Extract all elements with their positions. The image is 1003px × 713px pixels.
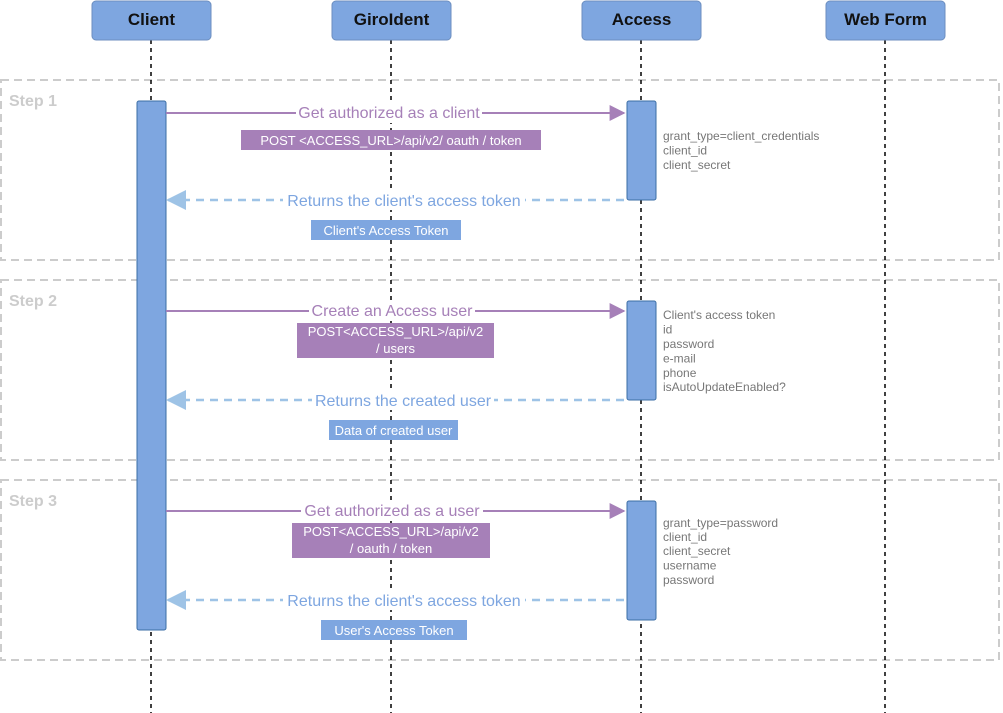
client-activation-bar xyxy=(136,100,167,631)
step-1-result: Client's Access Token xyxy=(323,223,448,238)
actor-access: Access xyxy=(581,0,702,41)
step-3-params: grant_type=password client_id client_sec… xyxy=(663,516,778,587)
step-2-response-label-bg xyxy=(312,390,494,410)
step-2-param: isAutoUpdateEnabled? xyxy=(663,380,786,394)
step-3-param: username xyxy=(663,559,717,573)
step-2-label: Step 2 xyxy=(9,293,57,310)
step-1-response-label-bg xyxy=(283,190,525,210)
step-2-param: phone xyxy=(663,366,697,380)
step-3-param: client_secret xyxy=(663,544,731,558)
step-3-endpoint-line-2: / oauth / token xyxy=(350,541,432,556)
access-activation-step-2 xyxy=(626,300,657,401)
actor-client-label: Client xyxy=(128,10,176,29)
step-3-response-label: Returns the client's access token xyxy=(287,593,520,610)
step-3-frame: Step 3 xyxy=(0,479,1000,661)
step-2-param: Client's access token xyxy=(663,308,775,322)
access-activation-step-3 xyxy=(626,500,657,621)
step-3-request-label: Get authorized as a user xyxy=(304,503,480,520)
step-2-param: e-mail xyxy=(663,352,696,366)
step-2-request-label: Create an Access user xyxy=(312,303,474,320)
step-2-param: id xyxy=(663,323,672,337)
step-3-result-box: User's Access Token xyxy=(321,620,467,640)
step-3-result: User's Access Token xyxy=(334,623,453,638)
step-1-frame: Step 1 xyxy=(0,79,1000,261)
step-2-param: password xyxy=(663,337,714,351)
step-1-params: grant_type=client_credentials client_id … xyxy=(663,129,819,172)
step-1-param: client_id xyxy=(663,144,707,158)
step-1-endpoint-line-1: POST <ACCESS_URL>/api/v2/ oauth / token xyxy=(260,133,521,148)
actor-giroident-label: GiroIdent xyxy=(354,10,430,29)
step-3-response-label-bg xyxy=(283,590,525,610)
actor-web-form-label: Web Form xyxy=(844,10,927,29)
step-1-label: Step 1 xyxy=(9,93,57,110)
step-2-endpoint-box: POST<ACCESS_URL>/api/v2 / users xyxy=(297,323,494,358)
step-1-request-label-bg xyxy=(296,103,482,123)
step-2-result: Data of created user xyxy=(335,423,453,438)
step-1-param: client_secret xyxy=(663,158,731,172)
step-2-request-label-bg xyxy=(309,301,475,321)
step-3-endpoint-line-1: POST<ACCESS_URL>/api/v2 xyxy=(303,524,479,539)
step-2-endpoint-line-2: / users xyxy=(376,341,416,356)
step-3-label: Step 3 xyxy=(9,493,57,510)
step-2-params: Client's access token id password e-mail… xyxy=(663,308,786,394)
step-1-result-box: Client's Access Token xyxy=(311,220,461,240)
access-activation-step-1 xyxy=(626,100,657,201)
step-2-result-box: Data of created user xyxy=(329,420,458,440)
step-1-param: grant_type=client_credentials xyxy=(663,129,819,143)
step-3-param: client_id xyxy=(663,530,707,544)
actor-access-label: Access xyxy=(612,10,672,29)
step-3-endpoint-box: POST<ACCESS_URL>/api/v2 / oauth / token xyxy=(292,523,490,558)
step-3-param: password xyxy=(663,573,714,587)
step-3-param: grant_type=password xyxy=(663,516,778,530)
actor-web-form: Web Form xyxy=(825,0,946,41)
step-2-response-label: Returns the created user xyxy=(315,393,492,410)
actor-client: Client xyxy=(91,0,212,41)
step-3-request-label-bg xyxy=(301,501,483,521)
actor-giroident: GiroIdent xyxy=(331,0,452,41)
step-2-frame: Step 2 xyxy=(0,279,1000,461)
step-1-endpoint-box: POST <ACCESS_URL>/api/v2/ oauth / token xyxy=(241,130,541,150)
step-1-response-label: Returns the client's access token xyxy=(287,193,520,210)
step-2-endpoint-line-1: POST<ACCESS_URL>/api/v2 xyxy=(308,324,484,339)
step-1-request-label: Get authorized as a client xyxy=(298,105,480,122)
